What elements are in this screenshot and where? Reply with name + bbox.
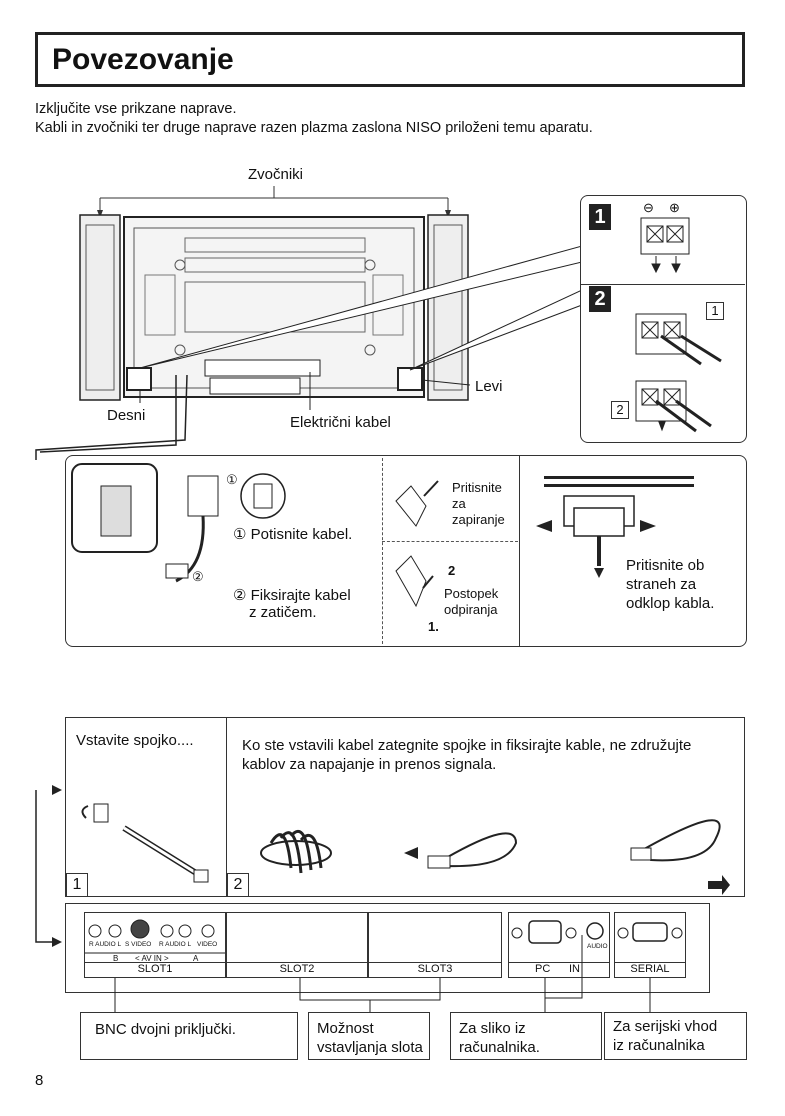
substep-1-box: 1 [706,302,724,320]
pc-in-label: PC IN [508,962,610,978]
fix-cable-line-1: ② Fiksirajte kabel [233,587,351,604]
step-2-badge: 2 [589,286,611,312]
page-number: 8 [35,1072,44,1089]
intro-line-1: Izključite vse prikzane naprave. [35,101,237,117]
speaker-terminal-drawing [635,217,722,433]
serial-label: SERIAL [614,962,686,978]
right-speaker-label: Desni [107,407,146,424]
slot1-module: R AUDIO L S VIDEO R AUDIO L VIDEO B < AV… [84,912,226,964]
tie-instructions: Ko ste vstavili kabel zategnite spojke i… [242,737,692,773]
slot1-label: SLOT1 [84,962,226,978]
open-step-1: 1. [428,619,439,634]
pc-in-module: AUDIO [508,912,610,964]
tie-step-2: 2 [227,873,249,897]
tie-step-1: 1 [66,873,88,897]
substep-2-box: 2 [611,401,629,419]
speakers-label: Zvočniki [248,166,304,183]
arrow-right-icon [52,785,62,795]
audio-a-label: R AUDIO L [159,941,192,948]
intro-line-2: Kabli in zvočniki ter druge naprave raze… [35,120,593,136]
power-cable-label: Električni kabel [290,414,391,431]
slot-callout: Možnost vstavljanja slota [308,1012,430,1060]
release-text: Pritisnite ob straneh za odklop kabla. [626,557,715,612]
cable-clamp-panel: ① ② ① Potisnite kabel. ② Fiksirajte kabe… [65,455,747,647]
plus-sign: ⊕ [669,200,680,215]
clamp-drawing [71,463,694,608]
audio-b-label: R AUDIO L [89,941,122,948]
slot2-module [226,912,368,964]
page-title: Povezovanje [52,43,234,76]
speaker-terminal-zoom: 1 2 ⊖ ⊕ 1 2 [580,195,747,443]
open-procedure-text: Postopek odpiranja [444,586,499,617]
title-box: Povezovanje [35,32,745,87]
cable-tie-drawing [81,803,730,895]
circle-1-label: ① [226,472,238,487]
step-1-badge: 1 [589,204,611,230]
serial-callout: Za serijski vhod iz računalnika [604,1012,747,1060]
a-label: A [193,954,199,963]
b-label: B [113,954,119,963]
circle-2-label: ② [192,569,204,584]
arrow-right-icon [52,937,62,947]
press-lock-text: Pritisnite za zapiranje [452,480,505,527]
audio-label: AUDIO [587,943,608,950]
push-cable-text: ① Potisnite kabel. [233,526,353,543]
intro-text: Izključite vse prikzane naprave. Kabli i… [35,100,593,138]
serial-module [614,912,686,964]
fix-cable-line-2: z zatičem. [249,604,317,621]
slot2-label: SLOT2 [226,962,368,978]
slot3-module [368,912,502,964]
terminal-panel: R AUDIO L S VIDEO R AUDIO L VIDEO B < AV… [65,903,710,993]
minus-sign: ⊖ [643,200,654,215]
avin-label: < AV IN > [135,954,169,963]
open-step-2: 2 [448,563,456,578]
bnc-callout: BNC dvojni priključki. [80,1012,298,1060]
left-speaker-label: Levi [475,378,503,395]
svideo-label: S VIDEO [125,941,152,948]
video-label: VIDEO [197,941,218,948]
insert-tie-label: Vstavite spojko.... [76,732,194,749]
pc-callout: Za sliko iz računalnika. [450,1012,602,1060]
cable-tie-panel: Vstavite spojko.... Ko ste vstavili kabe… [65,717,745,897]
slot3-label: SLOT3 [368,962,502,978]
display-back-diagram [35,186,583,460]
